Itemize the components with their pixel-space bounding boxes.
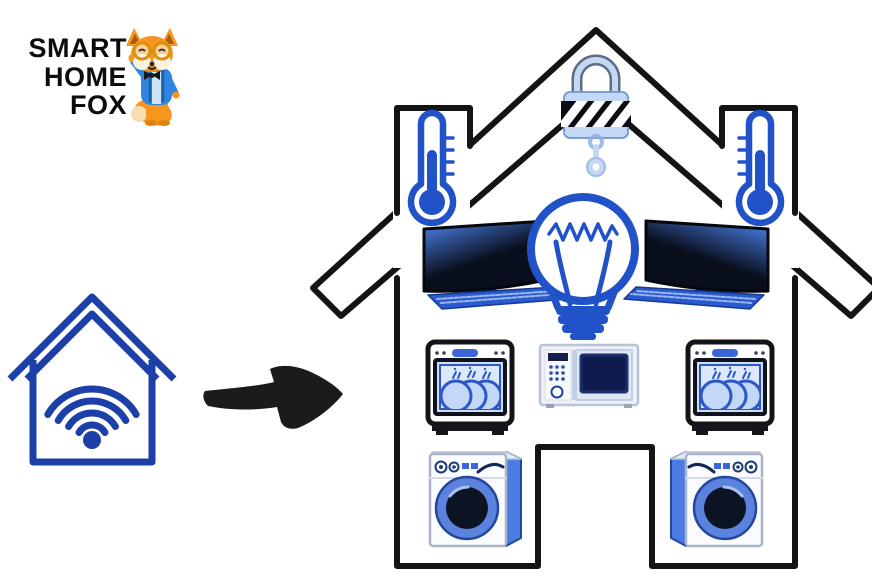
wifi-signal-icon [44, 385, 140, 449]
smart-lock-icon [561, 54, 631, 177]
thermometer-icon-left [407, 109, 457, 227]
lock-key-icon [586, 134, 606, 177]
wifi-house-icon [7, 293, 177, 466]
logo-line-2: HOME [44, 62, 127, 92]
flow-arrow [203, 365, 343, 429]
smart-home-house [310, 27, 872, 569]
washing-machine-icon-right [669, 450, 764, 548]
microwave-window [579, 353, 629, 394]
wifi-house-roof-outer [7, 293, 177, 382]
fox-glasses-icon [132, 41, 172, 61]
logo-line-3: FOX [70, 90, 127, 120]
washing-machine-icon-left [428, 451, 522, 548]
fox-mascot [126, 28, 180, 126]
wifi-house-roof-inner [24, 310, 160, 382]
light-bulb-icon [527, 193, 639, 340]
microwave-icon [538, 343, 640, 408]
microwave-panel [544, 349, 572, 401]
computer-icon-right [622, 219, 770, 311]
fox-bowtie-icon [144, 71, 160, 80]
dishwasher-icon-right [688, 342, 772, 435]
bulb-base [556, 306, 610, 340]
wifi-house-walls [29, 360, 156, 466]
dishwasher-icon-left [425, 339, 515, 435]
washer-controls [434, 460, 505, 474]
washer-door [434, 475, 500, 541]
logo-line-1: SMART [29, 33, 128, 63]
logo: SMART HOME FOX [29, 28, 180, 126]
